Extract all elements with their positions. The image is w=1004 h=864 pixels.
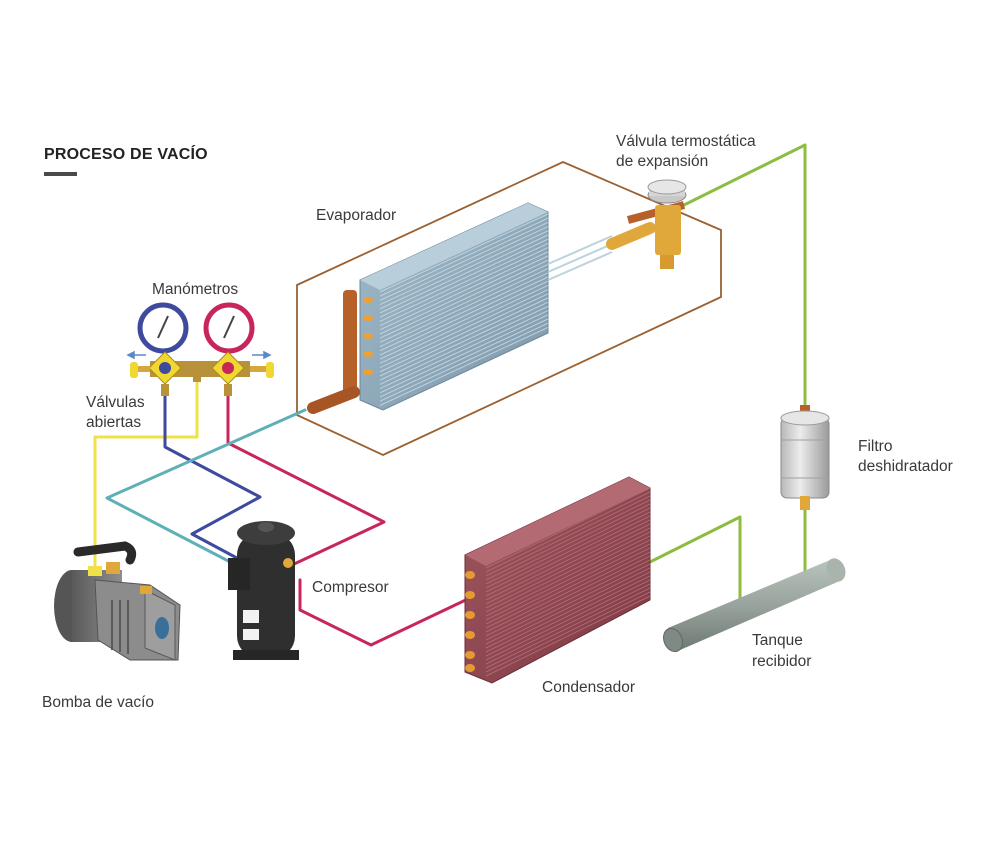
condenser-label: Condensador: [542, 679, 636, 696]
red-hose: [226, 393, 386, 567]
tank-label: Tanque: [752, 632, 803, 649]
title-underline: [44, 172, 77, 176]
condenser: [464, 476, 651, 684]
condenser-to-tank-line: [648, 515, 742, 600]
expansion-valve: [606, 179, 687, 269]
compressor-label: Compresor: [312, 579, 389, 596]
manifold-gauges: [126, 302, 274, 396]
open-valves-label-line2: abiertas: [86, 414, 142, 431]
expansion-valve-label: Válvula termostática: [616, 133, 756, 150]
open-valves-label: Válvulas: [86, 394, 145, 411]
evaporator-coil: [307, 202, 613, 414]
tank-label-line2: recibidor: [752, 653, 812, 670]
gauges-label: Manómetros: [152, 281, 239, 298]
vacuum-pump-label: Bomba de vacío: [42, 694, 155, 711]
expansion-valve-label-line2: de expansión: [616, 153, 709, 170]
receiver-tank: [663, 558, 846, 653]
teal-suction-line: [105, 408, 307, 567]
compressor: [228, 521, 299, 660]
filter-label-line2: deshidratador: [858, 458, 953, 475]
evaporator-label: Evaporador: [316, 207, 397, 224]
pipes: [93, 143, 807, 647]
vacuum-pump: [54, 541, 181, 661]
filter-drier: [780, 405, 830, 510]
blue-hose: [163, 393, 262, 567]
page-title: PROCESO DE VACÍO: [44, 146, 208, 163]
discharge-line: [298, 578, 474, 647]
filter-label: Filtro: [858, 438, 893, 455]
yellow-hose: [93, 376, 199, 570]
liquid-line-green: [682, 143, 807, 412]
